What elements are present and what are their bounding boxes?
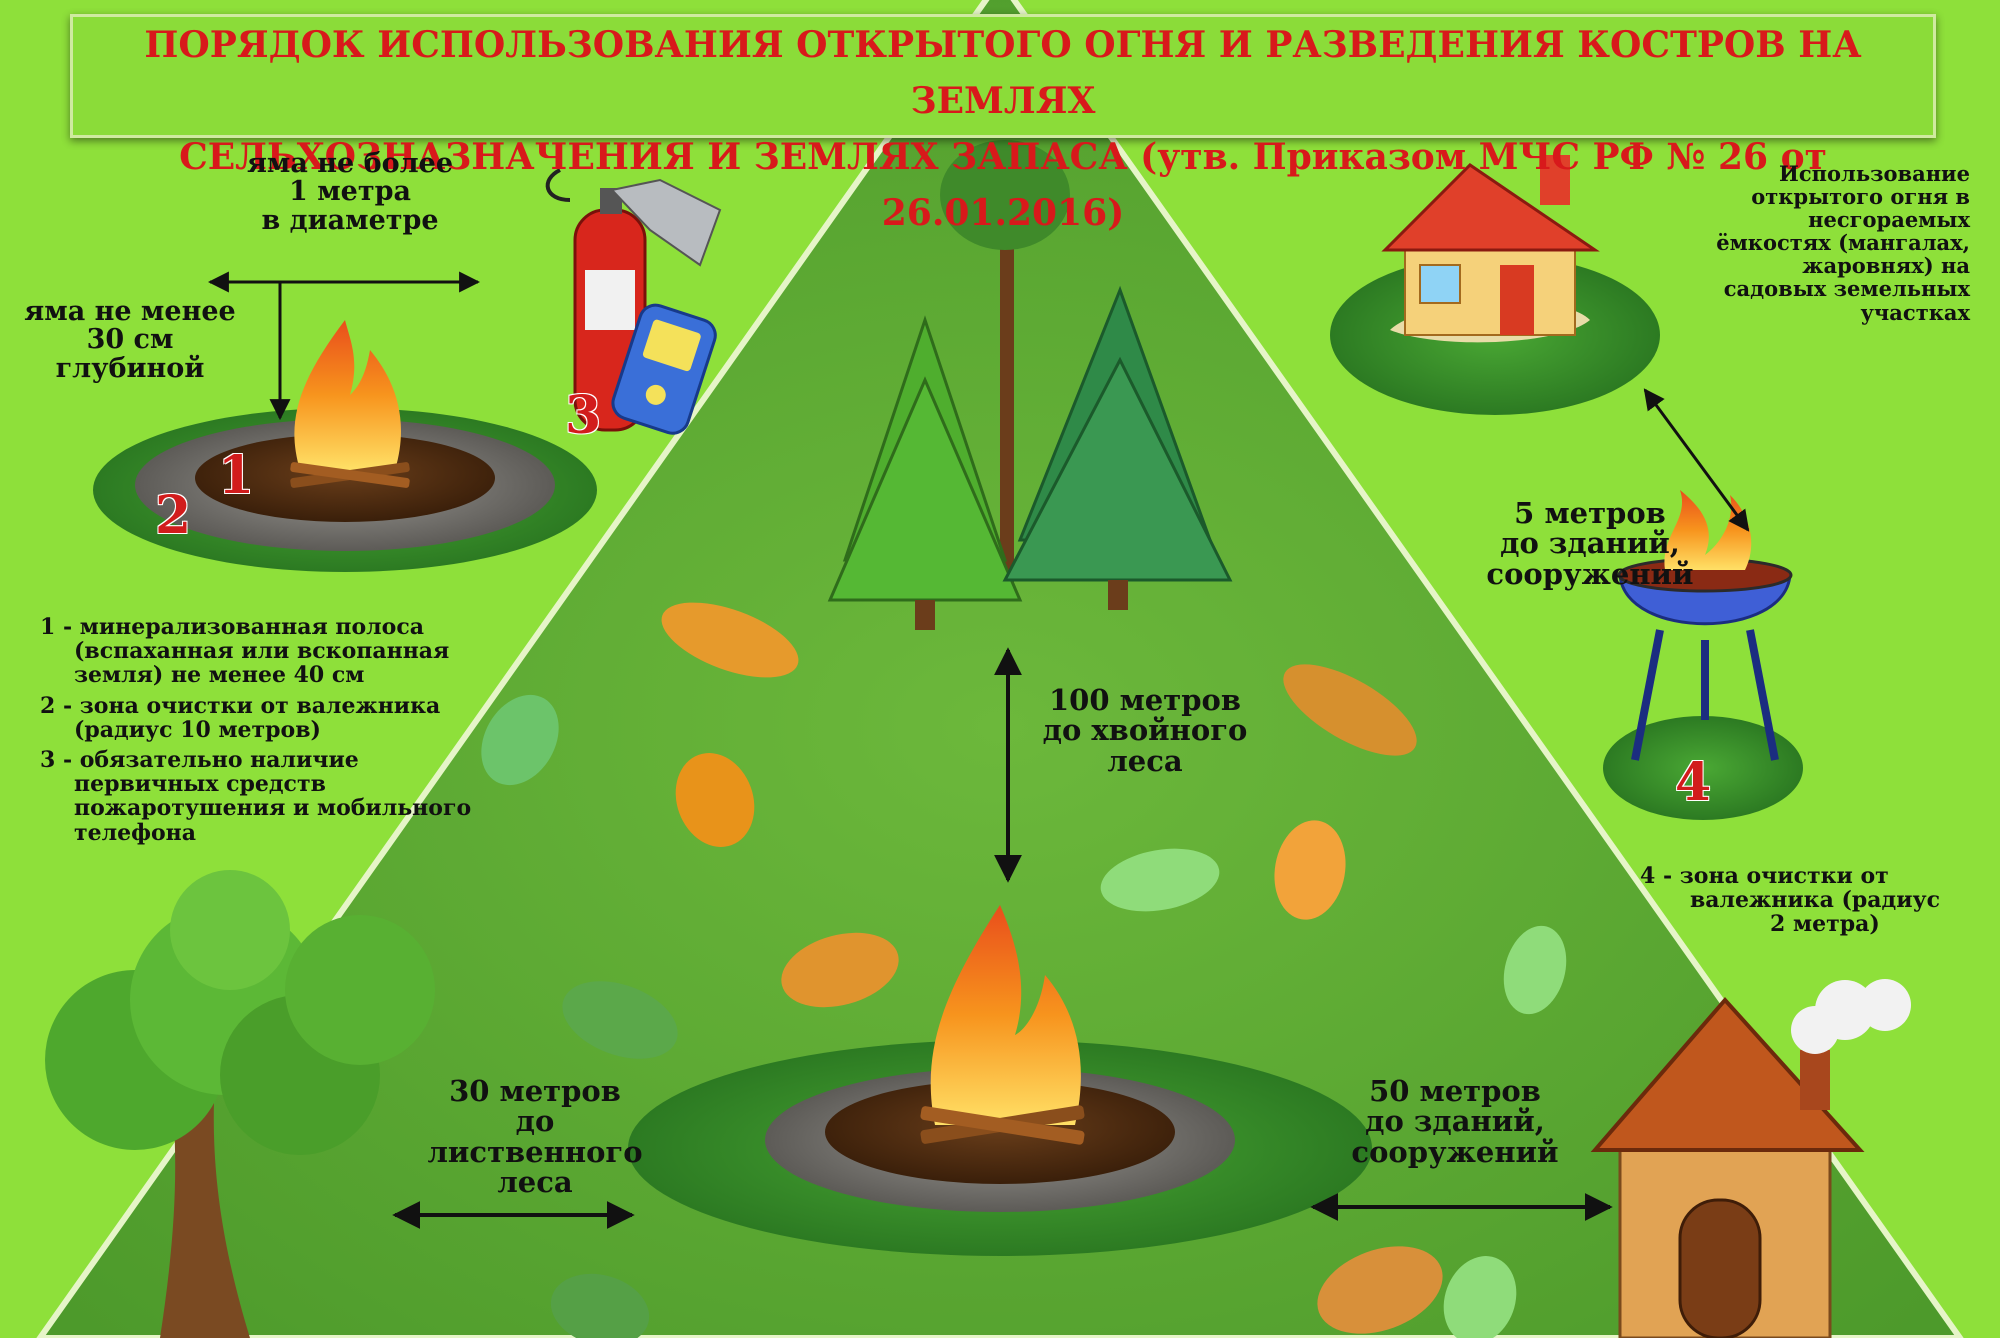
- pit-flame-icon: [290, 320, 410, 488]
- garden-house-icon: [1330, 155, 1660, 415]
- page-title: ПОРЯДОК ИСПОЛЬЗОВАНИЯ ОТКРЫТОГО ОГНЯ И Р…: [70, 14, 1936, 234]
- bonfire-flame-icon: [920, 905, 1085, 1145]
- marker-1: 1: [218, 445, 255, 506]
- cottage-icon: [1590, 979, 1911, 1338]
- title-line-1: ПОРЯДОК ИСПОЛЬЗОВАНИЯ ОТКРЫТОГО ОГНЯ И Р…: [144, 24, 1862, 122]
- coniferous-forest-icon: [827, 140, 1233, 630]
- pit-legend: 1 - минерализованная полоса (вспаханная …: [40, 615, 480, 851]
- leaves-decoration: [481, 602, 1567, 1338]
- mobile-phone-icon: [611, 303, 717, 435]
- legend-item-3: 3 - обязательно наличие первичных средст…: [40, 746, 472, 846]
- marker-4: 4: [1675, 752, 1712, 813]
- grill-zone: [1603, 388, 1803, 820]
- central-bonfire: [628, 905, 1372, 1256]
- pit-diagram: [93, 271, 597, 572]
- title-line-2: СЕЛЬХОЗНАЗНАЧЕНИЯ И ЗЕМЛЯХ ЗАПАСА (утв. …: [179, 136, 1827, 234]
- legend-item-2: 2 - зона очистки от валежника (радиус 10…: [40, 692, 441, 743]
- legend-item-1: 1 - минерализованная полоса (вспаханная …: [40, 614, 450, 689]
- deciduous-tree-icon: [45, 870, 435, 1338]
- marker-2: 2: [155, 485, 192, 546]
- marker-3: 3: [565, 385, 602, 446]
